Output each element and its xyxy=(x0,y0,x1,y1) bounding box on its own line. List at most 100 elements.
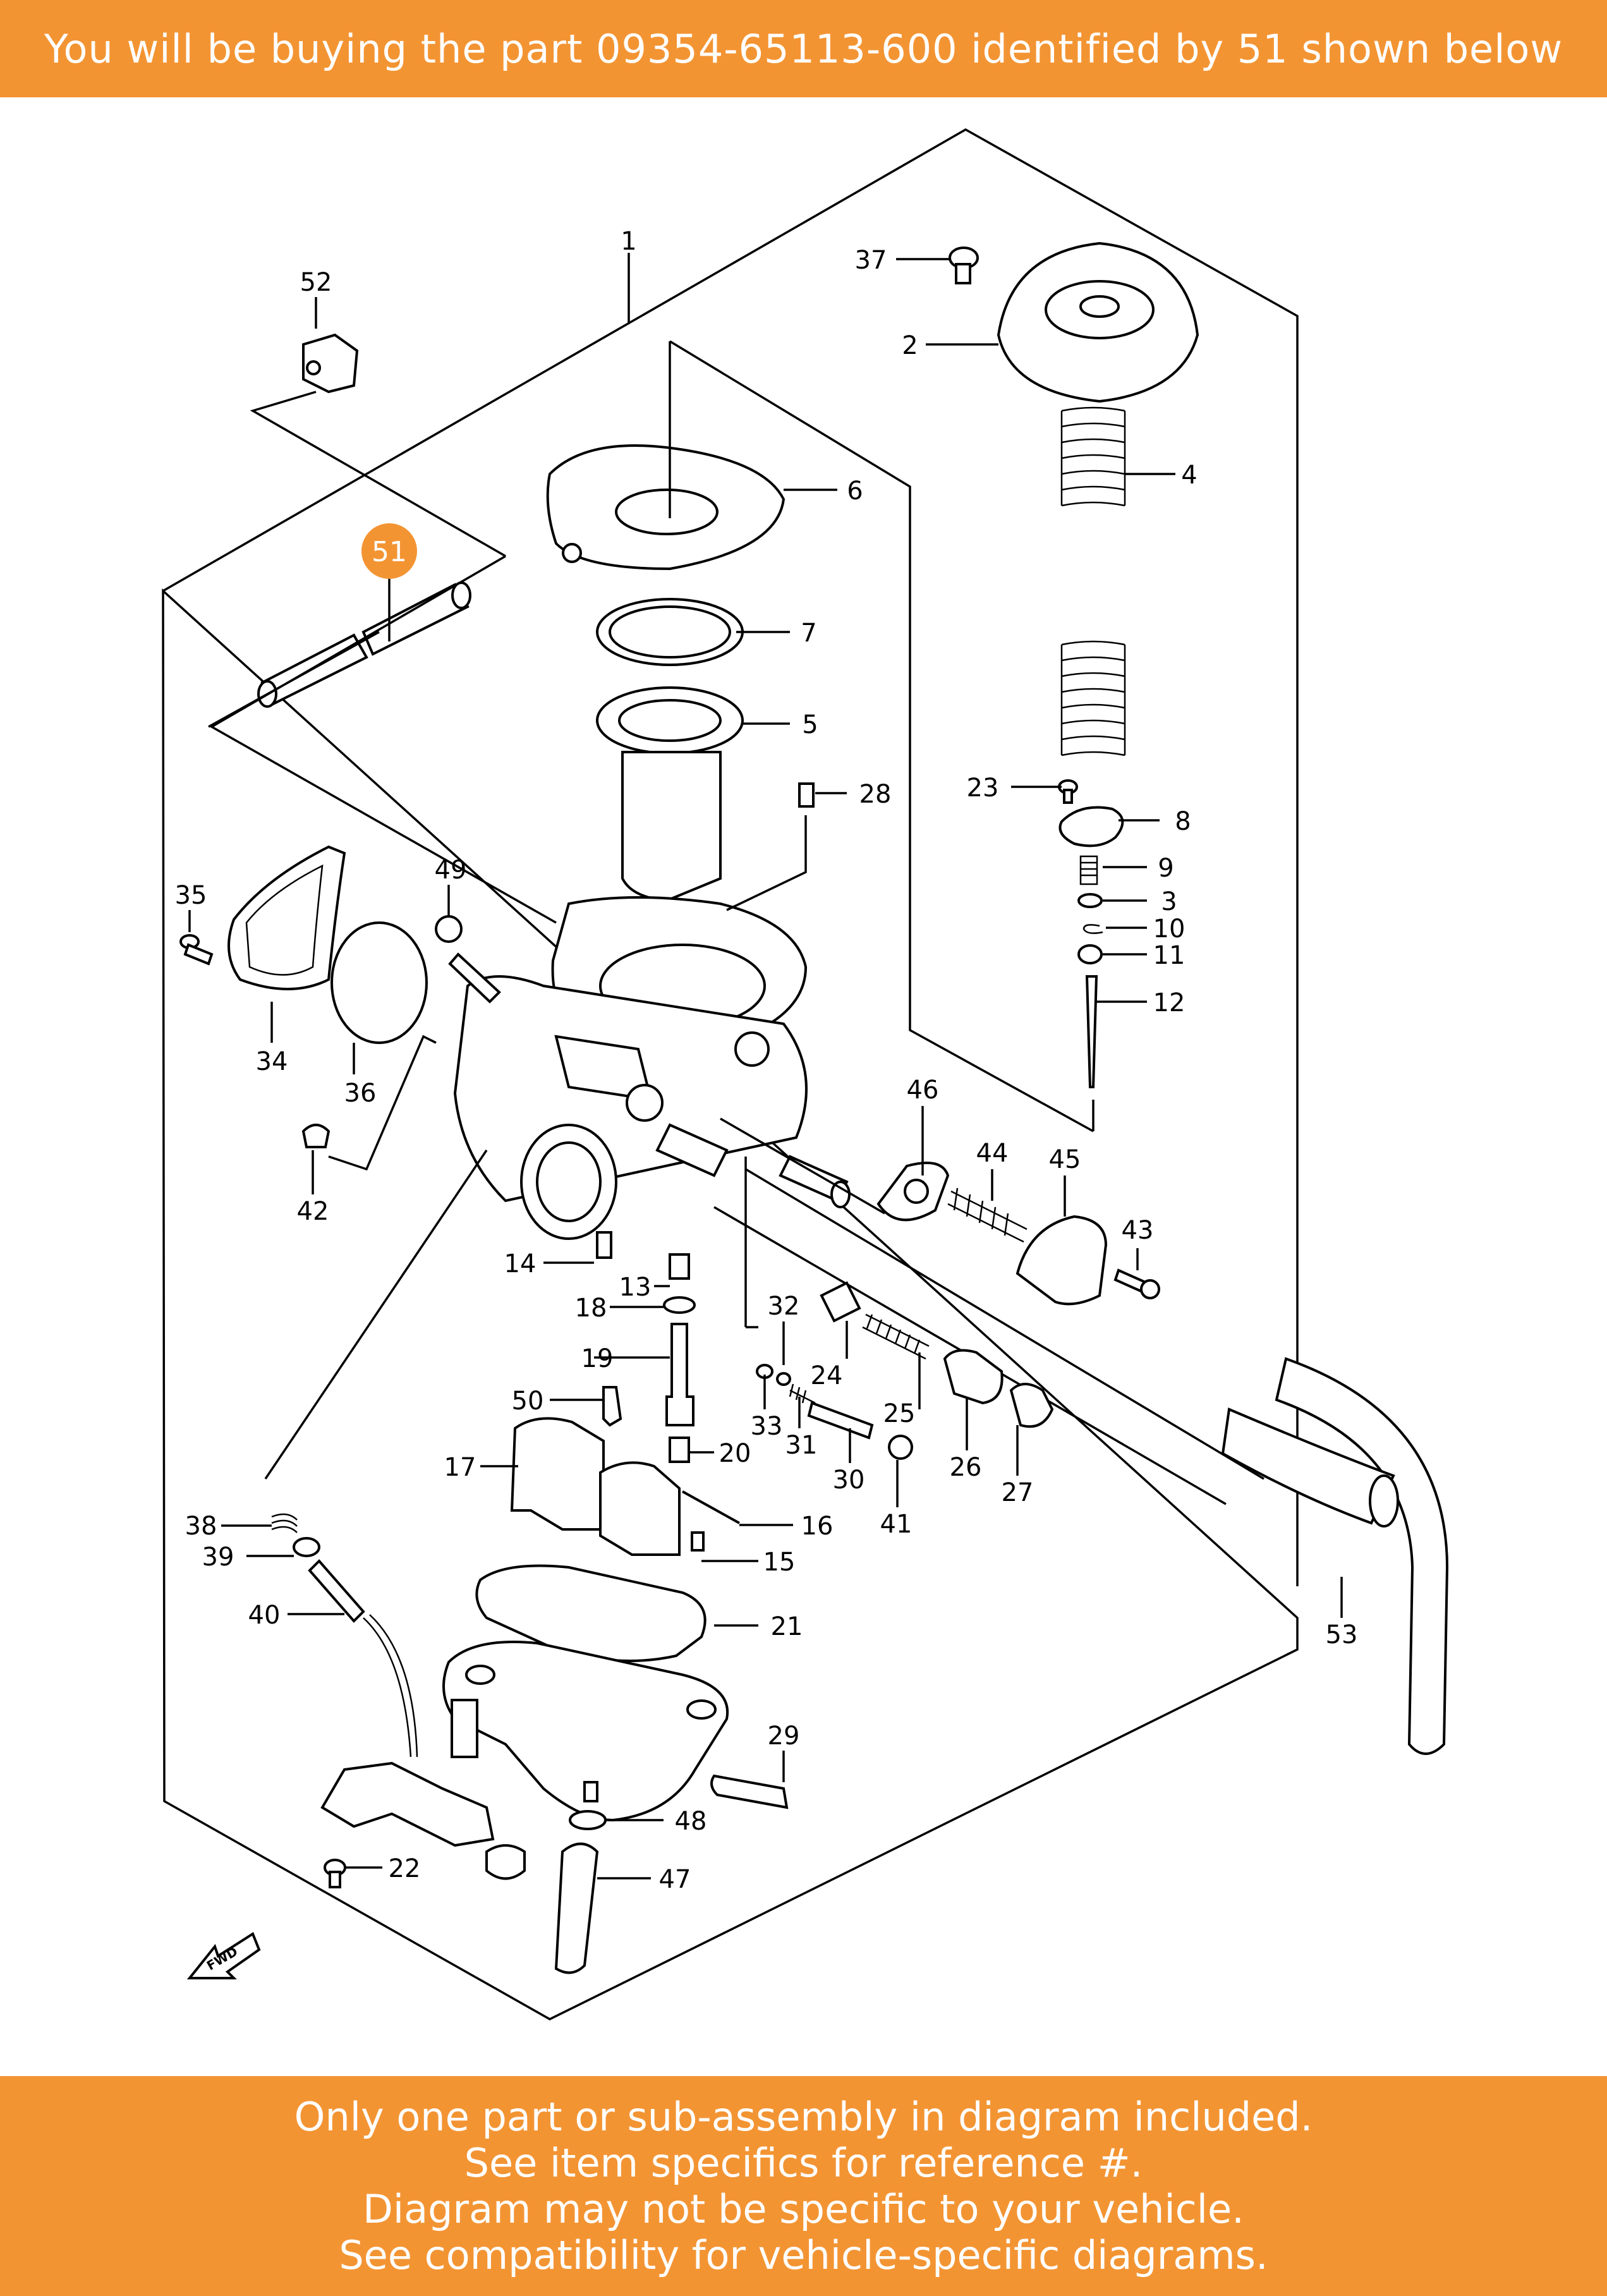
label-47: 47 xyxy=(659,1865,691,1894)
header-banner: You will be buying the part 09354-65113-… xyxy=(0,0,1607,97)
label-28: 28 xyxy=(859,780,892,809)
label-46: 46 xyxy=(907,1076,939,1105)
part-12-needle xyxy=(1085,975,1098,1088)
part-20-jet xyxy=(669,1437,690,1463)
label-4: 4 xyxy=(1181,461,1197,490)
label-6: 6 xyxy=(847,477,863,506)
part-32-fitting xyxy=(820,1281,861,1323)
label-leaders xyxy=(188,258,1343,1880)
label-32: 32 xyxy=(768,1292,800,1321)
label-41: 41 xyxy=(880,1510,913,1539)
highlight-label-51: 51 xyxy=(372,536,407,568)
label-2: 2 xyxy=(902,331,918,360)
highlight-marker-51 xyxy=(361,523,417,579)
part-30-screw xyxy=(807,1401,874,1440)
part-40-cable xyxy=(308,1559,365,1623)
part-37-screw xyxy=(949,246,979,284)
footer-line-3: Diagram may not be specific to your vehi… xyxy=(363,2186,1244,2232)
label-35: 35 xyxy=(175,881,207,910)
label-44: 44 xyxy=(976,1139,1009,1168)
part-53-hose xyxy=(1221,1357,1449,1755)
label-52: 52 xyxy=(300,268,332,297)
label-1: 1 xyxy=(621,227,636,256)
part-3-washer xyxy=(1077,893,1103,908)
part-23-screw xyxy=(1058,779,1078,804)
label-11: 11 xyxy=(1153,941,1186,970)
part-16-pin xyxy=(682,1490,740,1524)
label-16: 16 xyxy=(801,1512,834,1541)
label-15: 15 xyxy=(763,1548,796,1577)
label-29: 29 xyxy=(768,1722,800,1751)
part-39-washer xyxy=(293,1537,320,1557)
frame-cable xyxy=(264,1150,488,1479)
assembly-outline xyxy=(162,128,1299,2020)
label-21: 21 xyxy=(771,1612,803,1641)
part-17-float xyxy=(510,1417,681,1556)
part-19-needle-jet xyxy=(665,1323,694,1426)
frame-51 xyxy=(208,555,557,924)
part-47-hose xyxy=(554,1842,599,1974)
part-15-screw xyxy=(691,1531,705,1552)
leader-28-frame xyxy=(726,815,807,911)
idle-screw-knob xyxy=(485,1844,526,1880)
part-34-gasket xyxy=(227,845,346,990)
label-53: 53 xyxy=(1326,1620,1358,1649)
label-39: 39 xyxy=(202,1543,234,1572)
bracket xyxy=(320,1761,495,1847)
part-45-cover xyxy=(1016,1215,1108,1306)
label-5: 5 xyxy=(802,710,818,739)
label-34: 34 xyxy=(256,1047,288,1076)
part-31-spring xyxy=(789,1383,816,1404)
part-18-oring xyxy=(663,1296,696,1314)
part-9-spring xyxy=(1079,855,1098,885)
label-20: 20 xyxy=(719,1439,751,1468)
part-25-spring xyxy=(862,1313,930,1360)
part-42-clip xyxy=(301,1124,330,1148)
label-9: 9 xyxy=(1158,854,1173,883)
part-48-oring xyxy=(569,1810,607,1830)
header-text: You will be buying the part 09354-65113-… xyxy=(44,25,1563,72)
part-22-screw xyxy=(324,1859,346,1888)
footer-line-2: See item specifics for reference #. xyxy=(464,2140,1143,2186)
label-49: 49 xyxy=(435,856,467,885)
label-26: 26 xyxy=(950,1453,982,1482)
part-2-cap xyxy=(997,241,1199,403)
carburetor-body xyxy=(453,896,851,1240)
part-33-washer-b xyxy=(776,1372,791,1386)
part-28-plug xyxy=(798,782,815,808)
label-14: 14 xyxy=(504,1249,537,1279)
leader-52-frame xyxy=(250,297,506,557)
part-10-clip xyxy=(1082,924,1103,934)
label-18: 18 xyxy=(575,1294,607,1323)
label-19: 19 xyxy=(581,1344,614,1373)
label-23: 23 xyxy=(967,774,999,803)
label-42: 42 xyxy=(297,1197,329,1226)
label-38: 38 xyxy=(185,1512,217,1541)
part-35-screw xyxy=(179,934,214,966)
part-11-retainer xyxy=(1077,944,1103,964)
part-5-piston xyxy=(596,686,744,902)
part-4-spring xyxy=(1060,406,1126,756)
part-38-spring xyxy=(271,1513,298,1533)
cable-wire xyxy=(363,1614,418,1758)
label-8: 8 xyxy=(1175,807,1191,836)
label-24: 24 xyxy=(811,1361,843,1390)
label-7: 7 xyxy=(801,619,816,648)
part-46-hole xyxy=(904,1179,929,1204)
part-29-screw xyxy=(710,1774,789,1809)
frame-42 xyxy=(328,1035,437,1171)
part-7-ring xyxy=(596,598,744,666)
part-50-pin xyxy=(602,1386,622,1427)
part-13-jet xyxy=(669,1253,690,1280)
part-8-plate xyxy=(1058,806,1124,847)
part-26-plunger xyxy=(943,1349,1004,1405)
label-13: 13 xyxy=(619,1273,652,1302)
label-17: 17 xyxy=(444,1453,476,1482)
label-40: 40 xyxy=(248,1601,281,1630)
footer-line-4: See compatibility for vehicle-specific d… xyxy=(339,2232,1268,2278)
part-41-cap xyxy=(888,1435,913,1460)
label-45: 45 xyxy=(1049,1145,1081,1174)
label-27: 27 xyxy=(1002,1478,1034,1507)
label-33: 33 xyxy=(751,1412,783,1441)
label-48: 48 xyxy=(675,1807,707,1836)
